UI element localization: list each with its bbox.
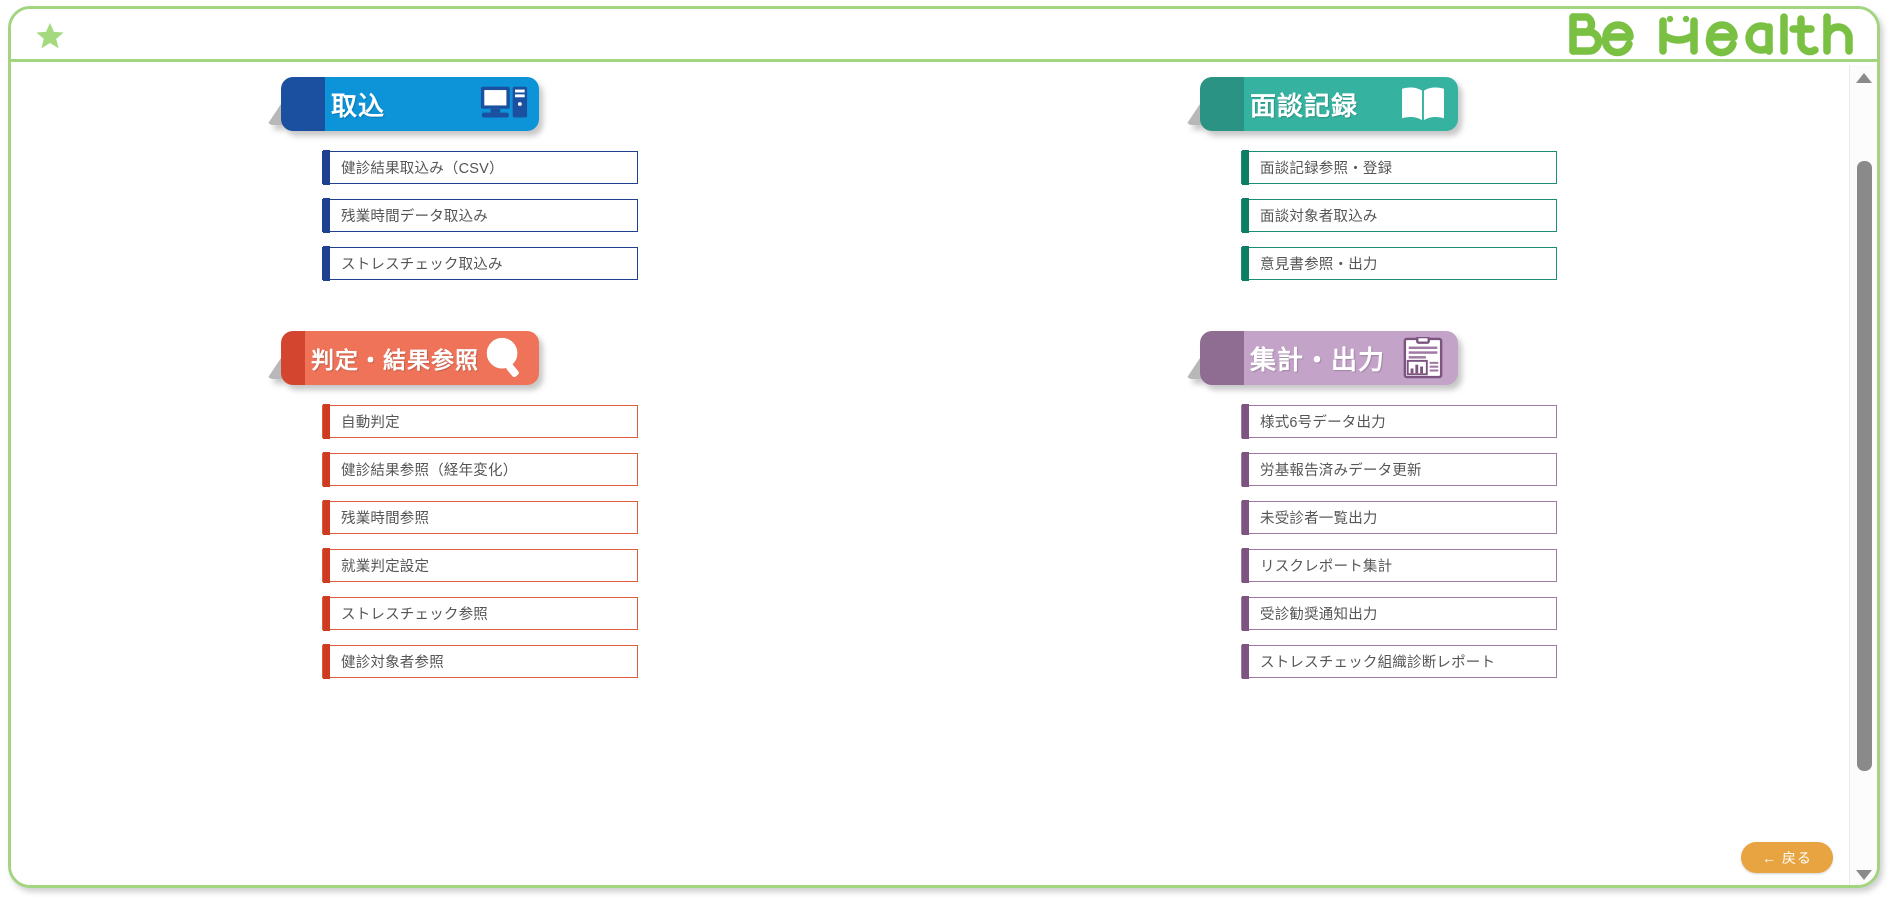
menu-item-label: 労基報告済みデータ更新 <box>1260 463 1422 479</box>
section-banner-interview-record: 面談記録 <box>1186 77 1458 131</box>
item-accent-bar <box>1242 404 1249 439</box>
menu-item[interactable]: ストレスチェック参照 <box>322 596 638 631</box>
menu-item-label: 健診結果参照（経年変化） <box>341 463 518 479</box>
open-book-icon <box>1398 83 1448 125</box>
menu-item[interactable]: 面談対象者取込み <box>1241 198 1557 233</box>
menu-item-label: 残業時間参照 <box>341 511 430 527</box>
banner-body: 取込 <box>325 77 539 131</box>
header-bar <box>11 9 1877 62</box>
menu-item-label: 就業判定設定 <box>341 559 430 575</box>
item-accent-bar <box>1242 548 1249 583</box>
section-import: 取込 <box>11 77 930 281</box>
menu-item-label: 受診勧奨通知出力 <box>1260 607 1378 623</box>
section-title: 集計・出力 <box>1250 344 1386 375</box>
menu-item[interactable]: ストレスチェック組織診断レポート <box>1241 644 1557 679</box>
item-accent-bar <box>1242 198 1249 233</box>
menu-item[interactable]: 様式6号データ出力 <box>1241 404 1557 439</box>
menu-item-label: 自動判定 <box>341 415 400 431</box>
menu-item-label: 意見書参照・出力 <box>1260 257 1378 273</box>
menu-list-import: 健診結果取込み（CSV） 残業時間データ取込み ストレスチェック取込み <box>322 150 930 281</box>
item-accent-bar <box>1242 452 1249 487</box>
section-title: 取込 <box>331 90 386 121</box>
section-title: 面談記録 <box>1250 90 1359 121</box>
menu-item[interactable]: 就業判定設定 <box>322 548 638 583</box>
banner-body: 判定・結果参照 <box>305 331 539 385</box>
item-accent-bar <box>1242 150 1249 185</box>
item-accent-bar <box>323 548 330 583</box>
app-frame: 取込 <box>8 6 1880 888</box>
menu-item-label: 様式6号データ出力 <box>1260 415 1386 431</box>
menu-item-label: 健診結果取込み（CSV） <box>341 161 504 177</box>
triangle-up-icon[interactable] <box>1850 67 1877 89</box>
menu-item[interactable]: 労基報告済みデータ更新 <box>1241 452 1557 487</box>
scrollbar-thumb[interactable] <box>1857 161 1872 771</box>
menu-item-label: 健診対象者参照 <box>341 655 444 671</box>
banner-cap <box>281 77 325 131</box>
vertical-scrollbar[interactable] <box>1849 65 1877 885</box>
section-banner-import: 取込 <box>267 77 539 131</box>
menu-item-label: 残業時間データ取込み <box>341 209 488 225</box>
menu-item-label: 面談記録参照・登録 <box>1260 161 1393 177</box>
item-accent-bar <box>323 596 330 631</box>
item-accent-bar <box>323 644 330 679</box>
brand-logo <box>1565 11 1855 57</box>
menu-item-label: 面談対象者取込み <box>1260 209 1378 225</box>
item-accent-bar <box>1242 246 1249 281</box>
section-aggregate-output: 集計・出力 <box>930 331 1849 679</box>
section-judgement-results: 判定・結果参照 自動判定 <box>11 331 930 679</box>
menu-item-label: リスクレポート集計 <box>1260 559 1393 575</box>
menu-item[interactable]: ストレスチェック取込み <box>322 246 638 281</box>
desktop-computer-icon <box>479 83 529 125</box>
back-button[interactable]: ← 戻る <box>1741 842 1833 873</box>
menu-item[interactable]: 残業時間参照 <box>322 500 638 535</box>
banner-cap <box>1200 331 1244 385</box>
menu-list-judgement-results: 自動判定 健診結果参照（経年変化） 残業時間参照 就業判定設定 <box>322 404 930 679</box>
magnifier-icon <box>479 337 529 379</box>
menu-item[interactable]: 自動判定 <box>322 404 638 439</box>
banner-cap <box>281 331 305 385</box>
section-banner-judgement-results: 判定・結果参照 <box>267 331 539 385</box>
clipboard-chart-icon <box>1398 337 1448 379</box>
menu-item[interactable]: 健診対象者参照 <box>322 644 638 679</box>
menu-item-label: ストレスチェック参照 <box>341 607 488 623</box>
triangle-down-icon[interactable] <box>1850 864 1877 885</box>
item-accent-bar <box>1242 500 1249 535</box>
menu-item-label: ストレスチェック取込み <box>341 257 503 273</box>
item-accent-bar <box>323 246 330 281</box>
banner-body: 面談記録 <box>1244 77 1458 131</box>
menu-item[interactable]: 面談記録参照・登録 <box>1241 150 1557 185</box>
item-accent-bar <box>323 500 330 535</box>
menu-item[interactable]: 健診結果参照（経年変化） <box>322 452 638 487</box>
menu-item[interactable]: 未受診者一覧出力 <box>1241 500 1557 535</box>
item-accent-bar <box>1242 596 1249 631</box>
banner-body: 集計・出力 <box>1244 331 1458 385</box>
menu-list-interview-record: 面談記録参照・登録 面談対象者取込み 意見書参照・出力 <box>1241 150 1849 281</box>
section-title: 判定・結果参照 <box>311 347 479 373</box>
banner-cap <box>1200 77 1244 131</box>
menu-column-right: 面談記録 面談記録参照・登録 <box>930 65 1849 704</box>
menu-item[interactable]: 受診勧奨通知出力 <box>1241 596 1557 631</box>
star-icon <box>35 21 65 51</box>
section-banner-aggregate-output: 集計・出力 <box>1186 331 1458 385</box>
item-accent-bar <box>323 452 330 487</box>
menu-item[interactable]: リスクレポート集計 <box>1241 548 1557 583</box>
menu-item[interactable]: 残業時間データ取込み <box>322 198 638 233</box>
menu-item[interactable]: 健診結果取込み（CSV） <box>322 150 638 185</box>
section-interview-record: 面談記録 面談記録参照・登録 <box>930 77 1849 281</box>
menu-item[interactable]: 意見書参照・出力 <box>1241 246 1557 281</box>
menu-list-aggregate-output: 様式6号データ出力 労基報告済みデータ更新 未受診者一覧出力 リスクレ <box>1241 404 1849 679</box>
item-accent-bar <box>1242 644 1249 679</box>
item-accent-bar <box>323 404 330 439</box>
menu-columns: 取込 <box>11 65 1849 704</box>
item-accent-bar <box>323 150 330 185</box>
menu-column-left: 取込 <box>11 65 930 704</box>
menu-item-label: ストレスチェック組織診断レポート <box>1260 655 1496 671</box>
menu-item-label: 未受診者一覧出力 <box>1260 511 1378 527</box>
content-scroll-area: 取込 <box>11 65 1849 885</box>
item-accent-bar <box>323 198 330 233</box>
